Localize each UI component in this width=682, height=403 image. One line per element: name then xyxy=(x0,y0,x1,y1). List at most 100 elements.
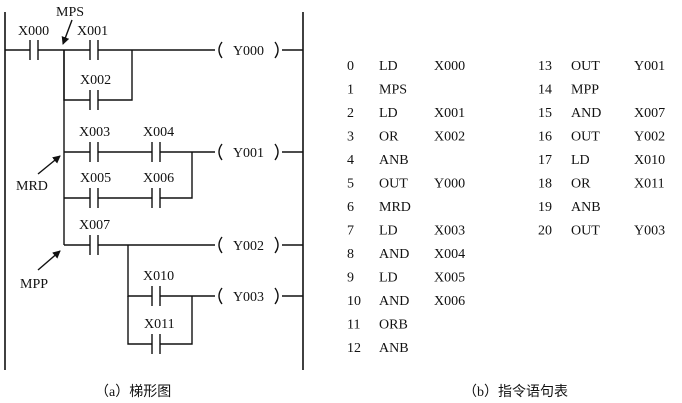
instruction-row: 1 MPS xyxy=(347,83,407,98)
instruction-step: 4 xyxy=(347,153,354,168)
label-x003: X003 xyxy=(79,125,110,140)
instruction-arg: X001 xyxy=(434,106,465,121)
instruction-row: 2 LD X001 xyxy=(347,106,465,121)
instruction-step: 2 xyxy=(347,106,354,121)
label-x000: X000 xyxy=(18,24,49,39)
instruction-arg: X011 xyxy=(634,177,665,192)
instruction-op: LD xyxy=(379,106,398,121)
instruction-op: LD xyxy=(379,271,398,286)
instruction-row: 7 LD X003 xyxy=(347,224,465,239)
branch-x005-x006-wire xyxy=(64,152,193,199)
instruction-op: MPP xyxy=(571,83,599,98)
instruction-step: 11 xyxy=(347,318,360,333)
label-mpp: MPP xyxy=(20,277,48,292)
coil-y000 xyxy=(218,41,279,59)
caption-ladder: （a）梯形图 xyxy=(95,384,171,400)
instruction-row: 15 AND X007 xyxy=(538,106,665,121)
instruction-op: LD xyxy=(379,224,398,239)
label-x006: X006 xyxy=(143,171,174,186)
instruction-arg: Y000 xyxy=(434,177,465,192)
instruction-arg: X004 xyxy=(434,247,465,262)
instruction-step: 16 xyxy=(538,130,552,145)
instruction-row: 18 OR X011 xyxy=(538,177,665,192)
instruction-op: OUT xyxy=(571,130,600,145)
instruction-step: 5 xyxy=(347,177,354,192)
instruction-row: 8 AND X004 xyxy=(347,247,465,262)
coil-y003 xyxy=(218,287,279,305)
instruction-arg: X002 xyxy=(434,130,465,145)
instruction-step: 6 xyxy=(347,200,354,215)
instruction-row: 16 OUT Y002 xyxy=(538,130,665,145)
label-y000: Y000 xyxy=(233,44,264,59)
arrow-mpp xyxy=(37,250,61,271)
branch-x011-wire xyxy=(127,296,193,345)
label-x004: X004 xyxy=(143,125,174,140)
contact-x004 xyxy=(151,142,161,162)
instruction-step: 18 xyxy=(538,177,552,192)
instruction-step: 15 xyxy=(538,106,552,121)
contact-x005 xyxy=(89,188,99,208)
instruction-step: 20 xyxy=(538,224,552,239)
label-x002: X002 xyxy=(80,73,111,88)
instruction-row: 14 MPP xyxy=(538,83,599,98)
instruction-op: OR xyxy=(571,177,591,192)
instruction-arg: X005 xyxy=(434,271,465,286)
instruction-arg: X000 xyxy=(434,59,465,74)
instruction-op: MPS xyxy=(379,83,407,98)
instruction-op: LD xyxy=(571,153,590,168)
contact-x007 xyxy=(89,235,99,255)
instruction-op: OUT xyxy=(379,177,408,192)
contact-x001 xyxy=(89,40,99,60)
label-x001: X001 xyxy=(77,24,108,39)
instruction-step: 13 xyxy=(538,59,552,74)
instruction-step: 19 xyxy=(538,200,552,215)
instruction-op: AND xyxy=(571,106,601,121)
instruction-row: 19 ANB xyxy=(538,200,601,215)
instruction-op: MRD xyxy=(379,200,411,215)
label-mrd: MRD xyxy=(16,179,48,194)
instruction-step: 1 xyxy=(347,83,354,98)
instruction-step: 9 xyxy=(347,271,354,286)
instruction-row: 12 ANB xyxy=(347,341,409,356)
instruction-op: ORB xyxy=(379,318,408,333)
instruction-step: 3 xyxy=(347,130,354,145)
instruction-step: 12 xyxy=(347,341,361,356)
contact-x010 xyxy=(151,286,161,306)
instruction-arg: X006 xyxy=(434,294,465,309)
instruction-op: OUT xyxy=(571,224,600,239)
instruction-arg: Y003 xyxy=(634,224,665,239)
contact-x002 xyxy=(89,90,99,110)
label-y003: Y003 xyxy=(233,290,264,305)
instruction-op: ANB xyxy=(571,200,601,215)
instruction-row: 5 OUT Y000 xyxy=(347,177,465,192)
contact-x000 xyxy=(29,40,39,60)
instruction-op: ANB xyxy=(379,341,409,356)
instruction-arg: X003 xyxy=(434,224,465,239)
coil-y002 xyxy=(218,236,279,254)
contact-x003 xyxy=(89,142,99,162)
contact-x011 xyxy=(151,334,161,354)
arrow-mps xyxy=(61,19,73,45)
instruction-op: AND xyxy=(379,247,409,262)
instruction-arg: Y002 xyxy=(634,130,665,145)
instruction-arg: X007 xyxy=(634,106,665,121)
instruction-arg: Y001 xyxy=(634,59,665,74)
instruction-row: 11 ORB xyxy=(347,318,408,333)
instruction-arg: X010 xyxy=(634,153,665,168)
contact-x006 xyxy=(151,188,161,208)
instruction-step: 7 xyxy=(347,224,354,239)
caption-instruction-list: （b）指令语句表 xyxy=(463,384,568,400)
instruction-step: 14 xyxy=(538,83,552,98)
instruction-step: 0 xyxy=(347,59,354,74)
instruction-step: 8 xyxy=(347,247,354,262)
label-mps: MPS xyxy=(56,5,84,20)
instruction-row: 6 MRD xyxy=(347,200,411,215)
label-y002: Y002 xyxy=(233,239,264,254)
